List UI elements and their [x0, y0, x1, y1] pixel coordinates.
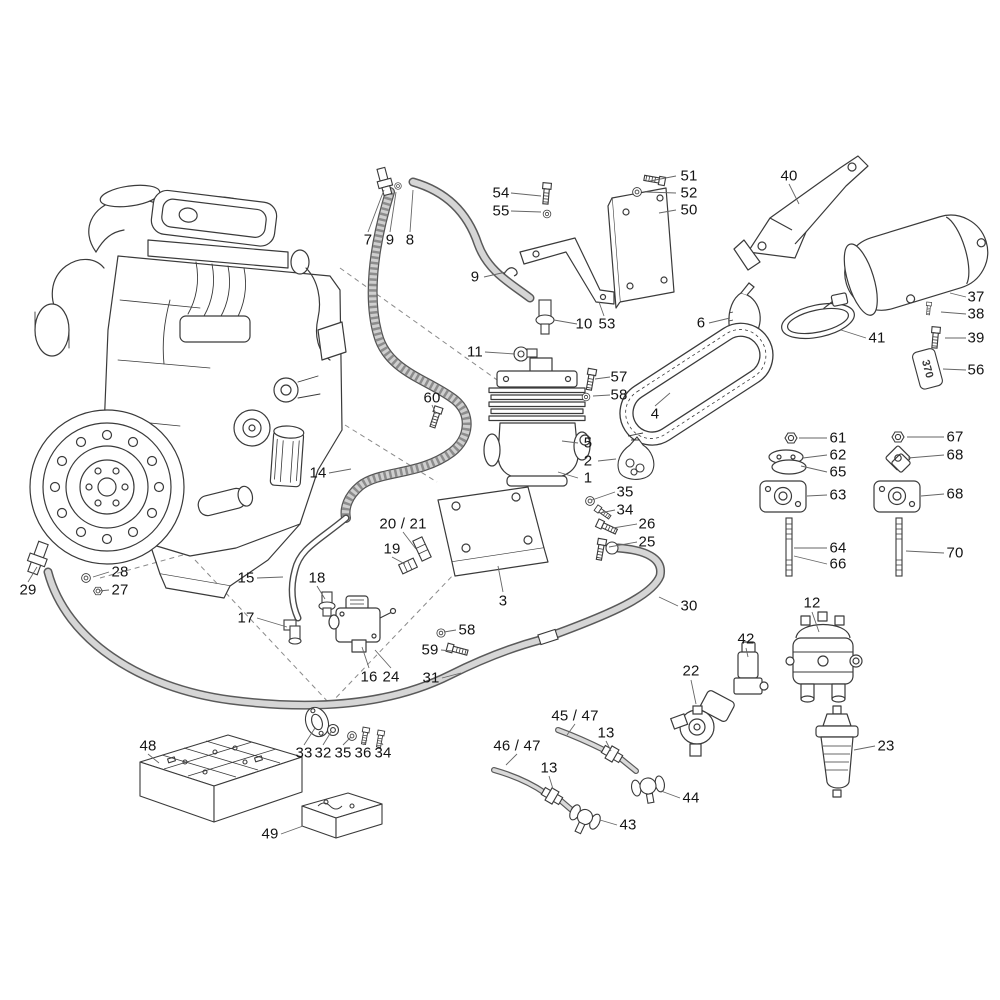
valve-43: [569, 804, 601, 835]
tool-kit-box-49: [301, 792, 383, 839]
drive-belt-4: [619, 322, 774, 446]
fasteners: [81, 166, 941, 749]
elbow-29: [26, 540, 49, 576]
coupling-13-lower: [540, 786, 564, 806]
inlet-fitting-10: [535, 299, 555, 335]
engine-illustration: [29, 184, 347, 599]
fitting-bag-2: [617, 432, 655, 480]
steel-pipe-15: [288, 514, 350, 622]
parts-box-48: [139, 734, 303, 823]
mounting-plate-50: [607, 187, 675, 309]
line-filter-23: [815, 705, 859, 798]
leader-lines: [27, 175, 967, 835]
solenoid-valve-42: [733, 641, 769, 695]
mounting-bracket-3: [437, 486, 549, 577]
air-pipe-45-47: [555, 727, 639, 774]
clip-9: [503, 267, 518, 277]
braided-hose-14: [340, 187, 472, 523]
bracket-53: [519, 237, 615, 305]
coupling-13-upper: [600, 744, 624, 764]
valve-22: [669, 690, 735, 757]
valve-44: [630, 775, 666, 804]
decal-text: 370: [919, 359, 935, 380]
air-tank-37: [843, 214, 989, 316]
governor-12: [785, 611, 863, 703]
air-hose-8: [408, 177, 535, 303]
pipe-clamp-hardware: [759, 445, 921, 513]
air-pipe-46-47: [491, 767, 577, 815]
decal-56: 370: [912, 348, 943, 390]
fitting-18: [318, 591, 336, 617]
air-hose-30: [537, 541, 665, 646]
air-hose-31: [43, 567, 545, 710]
connector-20-21: [397, 536, 432, 575]
bracket-40: [733, 155, 869, 271]
compressor-1: [483, 357, 591, 487]
elbow-17: [283, 619, 302, 645]
construction-lines: [99, 267, 521, 705]
gasket-33: [304, 706, 330, 738]
unloader-valve-16-24: [328, 595, 397, 653]
hose-clamp-41: [781, 292, 855, 340]
